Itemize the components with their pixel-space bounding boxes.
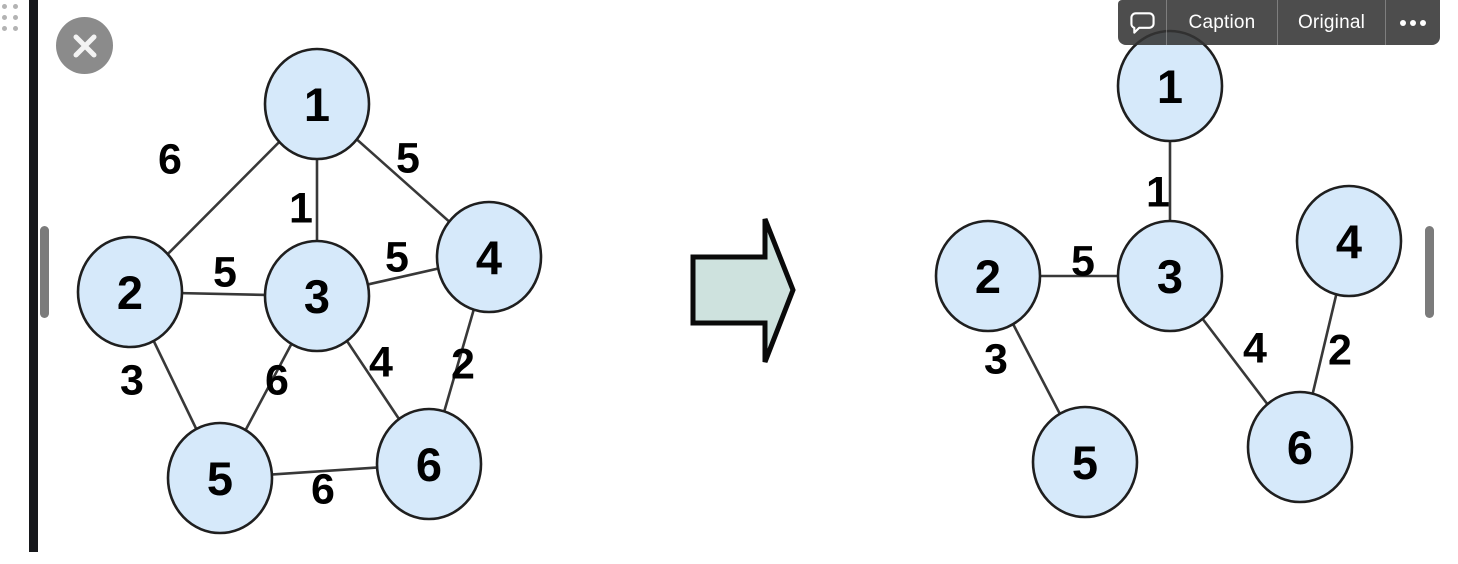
drag-dot <box>2 15 7 20</box>
drag-dot <box>13 4 18 9</box>
right-graph-node-5 <box>1031 405 1139 519</box>
left-graph-edge-weight-5-6: 6 <box>311 465 335 513</box>
left-graph-edge-weight-1-2: 6 <box>158 135 182 183</box>
close-x-icon <box>73 34 96 57</box>
right-graph-edge-weight-2-3: 5 <box>1071 237 1095 285</box>
drag-dot <box>2 4 7 9</box>
left-graph-node-1 <box>263 47 371 161</box>
left-graph-node-label-3: 3 <box>304 270 330 323</box>
ellipsis-icon <box>1400 19 1426 26</box>
left-graph-edge-weight-3-4: 5 <box>385 233 409 281</box>
right-graph-node-label-5: 5 <box>1072 436 1098 489</box>
left-graph-node-3 <box>263 239 371 353</box>
left-graph-edge-weight-1-3: 1 <box>289 184 313 232</box>
left-graph-edge-weight-3-5: 6 <box>265 356 289 404</box>
left-scroll-handle[interactable] <box>40 226 49 318</box>
right-graph-node-3 <box>1116 219 1224 333</box>
transform-arrow-icon <box>690 218 796 363</box>
close-button[interactable] <box>56 17 113 74</box>
caption-button[interactable]: Caption <box>1167 0 1277 45</box>
left-graph-node-4 <box>435 200 543 314</box>
toolbar-divider <box>1277 0 1278 45</box>
right-graph-node-label-1: 1 <box>1157 60 1183 113</box>
right-graph-node-label-2: 2 <box>975 250 1001 303</box>
drag-dot <box>13 15 18 20</box>
toolbar-divider <box>1385 0 1386 45</box>
window-edge-bar <box>29 0 38 552</box>
left-graph-edge-weight-4-6: 2 <box>451 340 475 388</box>
drag-dot <box>2 26 7 31</box>
right-graph-node-label-4: 4 <box>1336 215 1362 268</box>
image-toolbar: Caption Original <box>1118 0 1440 45</box>
right-graph-edge-weight-1-3: 1 <box>1146 168 1170 216</box>
left-graph-node-2 <box>76 235 184 349</box>
right-graph-edge-weight-3-6: 4 <box>1243 324 1267 372</box>
left-graph-node-label-2: 2 <box>117 266 143 319</box>
drag-dots-icon[interactable] <box>2 4 18 31</box>
toolbar-divider <box>1166 0 1167 45</box>
left-graph-node-5 <box>166 421 274 535</box>
right-graph-node-label-6: 6 <box>1287 421 1313 474</box>
right-graph-node-4 <box>1295 184 1403 298</box>
right-graph-node-6 <box>1246 390 1354 504</box>
left-graph-node-label-5: 5 <box>207 452 233 505</box>
right-scroll-handle[interactable] <box>1425 226 1434 318</box>
left-graph-edge-weight-1-4: 5 <box>396 134 420 182</box>
more-button[interactable] <box>1386 0 1440 45</box>
right-graph-node-2 <box>934 219 1042 333</box>
left-graph-node-label-1: 1 <box>304 78 330 131</box>
left-graph-node-label-4: 4 <box>476 231 502 284</box>
left-graph-node-label-6: 6 <box>416 438 442 491</box>
original-button[interactable]: Original <box>1278 0 1385 45</box>
left-graph-node-6 <box>375 407 483 521</box>
comment-button[interactable] <box>1118 0 1166 45</box>
speech-bubble-icon <box>1129 11 1155 34</box>
right-graph-edge-weight-4-6: 2 <box>1328 326 1352 374</box>
right-graph-node-label-3: 3 <box>1157 250 1183 303</box>
left-graph-edge-weight-2-3: 5 <box>213 248 237 296</box>
left-graph-edge-weight-3-6: 4 <box>369 338 393 386</box>
drag-dot <box>13 26 18 31</box>
right-graph-edge-weight-2-5: 3 <box>984 335 1008 383</box>
left-graph-edge-weight-2-5: 3 <box>120 356 144 404</box>
